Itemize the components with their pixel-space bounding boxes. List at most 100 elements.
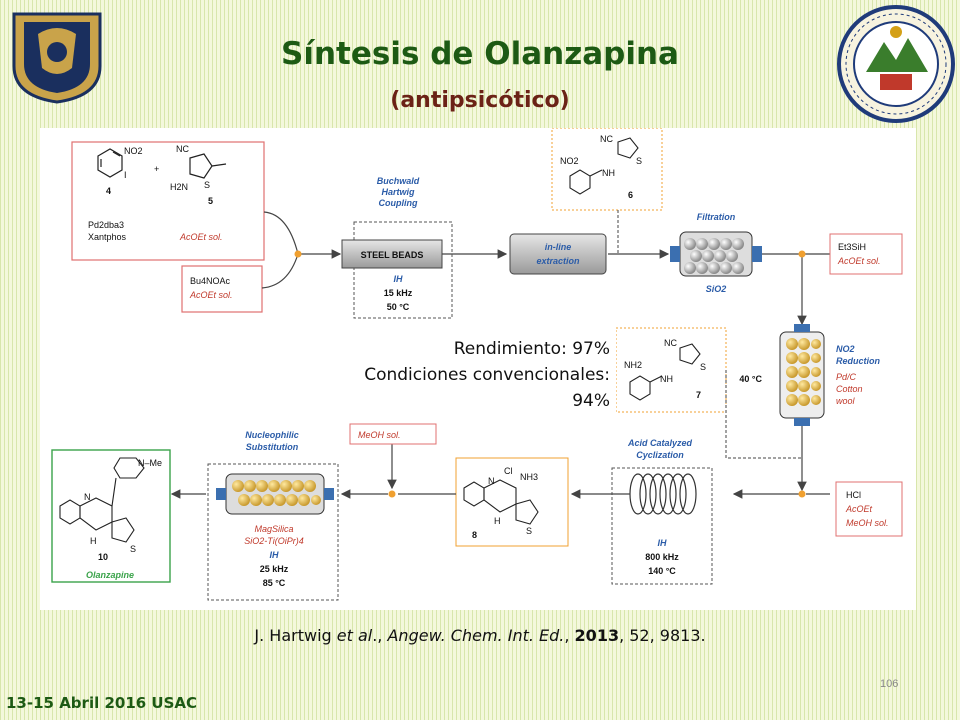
yield-box: Rendimiento: 97% Condiciones convenciona… bbox=[298, 330, 616, 422]
coupling-temp: 50 °C bbox=[387, 302, 410, 312]
citation-journal: Angew. Chem. Int. Ed. bbox=[387, 626, 565, 645]
int6-no2: NO2 bbox=[560, 156, 579, 166]
cyclization-temp: 140 °C bbox=[648, 566, 676, 576]
citation-author: J. Hartwig bbox=[254, 626, 337, 645]
coupling-label-1: Buchwald bbox=[377, 176, 420, 186]
int6-nh: NH bbox=[602, 168, 615, 178]
reactant-solvent: AcOEt sol. bbox=[179, 232, 223, 242]
hcl-box: HCl AcOEt MeOH sol. bbox=[835, 481, 903, 537]
steel-beads-label: STEEL BEADS bbox=[361, 250, 424, 260]
magsilica-beads bbox=[232, 480, 321, 506]
filtration-label: Filtration bbox=[697, 212, 736, 222]
unam-crest-logo bbox=[8, 8, 106, 104]
coupling-step: Buchwald Hartwig Coupling STEEL BEADS IH… bbox=[341, 176, 453, 319]
catalyst-line2: Xantphos bbox=[88, 232, 127, 242]
mixer-node-1 bbox=[294, 250, 302, 258]
coupling-freq: 15 kHz bbox=[384, 288, 413, 298]
mixer-node-2 bbox=[798, 250, 806, 258]
yield-line2: Condiciones convencionales: bbox=[364, 365, 610, 385]
product-h: H bbox=[90, 536, 97, 546]
yield-line3: 94% bbox=[572, 391, 610, 411]
reduction-catalyst-1: Pd/C bbox=[836, 372, 857, 382]
reactants-box: NO2 I 4 + NC H2N S 5 Pd2dba3 Xantphos Ac… bbox=[71, 141, 265, 261]
int6-number: 6 bbox=[628, 190, 633, 200]
catalyst-line1: Pd2dba3 bbox=[88, 220, 124, 230]
extraction-label-1: in-line bbox=[545, 242, 572, 252]
int7-nh2: NH2 bbox=[624, 360, 642, 370]
top-flow-lines bbox=[261, 211, 830, 326]
reduction-temp: 40 °C bbox=[739, 374, 762, 384]
citation-year: 2013 bbox=[574, 626, 620, 645]
coupling-label-3: Coupling bbox=[379, 198, 418, 208]
intermediate-7-box: NC NH2 NH S 7 bbox=[615, 327, 802, 459]
right-flow-lines bbox=[732, 426, 830, 499]
coupling-ih: IH bbox=[394, 274, 404, 284]
thiophene-s-label: S bbox=[204, 180, 210, 190]
footer-date: 13-15 Abril 2016 USAC bbox=[6, 694, 198, 712]
reduction-step: 40 °C NO2 Reduction Pd/C Cotton wool bbox=[739, 324, 881, 426]
citation-sep1: ., bbox=[372, 626, 388, 645]
reduction-catalyst-2: Cotton bbox=[836, 384, 863, 394]
aminothiophene-structure bbox=[189, 153, 227, 179]
substitution-catalyst-2: SiO2-Ti(OiPr)4 bbox=[244, 536, 303, 546]
thiophene-h2n-label: H2N bbox=[170, 182, 188, 192]
int7-number: 7 bbox=[696, 390, 701, 400]
hcl-line3: MeOH sol. bbox=[846, 518, 889, 528]
coil-reactor bbox=[629, 473, 697, 515]
product-n: N bbox=[84, 492, 91, 502]
meoh-box: MeOH sol. bbox=[349, 423, 437, 445]
product-s: S bbox=[130, 544, 136, 554]
int8-nh3: NH3 bbox=[520, 472, 538, 482]
intermediate-8-box: Cl NH3 N H S 8 bbox=[455, 457, 569, 547]
cyclization-freq: 800 kHz bbox=[645, 552, 679, 562]
additive-line1: Bu4NOAc bbox=[190, 276, 231, 286]
int6-s: S bbox=[636, 156, 642, 166]
mixer-node-3 bbox=[798, 490, 806, 498]
page-title: Síntesis de Olanzapina bbox=[281, 36, 679, 72]
aryl-iodo-label: I bbox=[124, 170, 127, 180]
filtration-sio2: SiO2 bbox=[706, 284, 727, 294]
silane-line2: AcOEt sol. bbox=[837, 256, 881, 266]
substitution-catalyst-1: MagSilica bbox=[254, 524, 293, 534]
intermediate-6-box: NC NO2 NH S 6 bbox=[551, 127, 663, 254]
substitution-label-2: Substitution bbox=[246, 442, 299, 452]
int7-nc: NC bbox=[664, 338, 677, 348]
int8-s: S bbox=[526, 526, 532, 536]
citation-etal: et al bbox=[336, 626, 373, 645]
substitution-step: Nucleophilic Substitution MagSilica SiO2… bbox=[207, 430, 339, 601]
hcl-line1: HCl bbox=[846, 490, 861, 500]
int6-nc: NC bbox=[600, 134, 613, 144]
silane-line1: Et3SiH bbox=[838, 242, 866, 252]
nitroaryl-structure bbox=[97, 148, 123, 178]
flow-diagram-svg: NO2 I 4 + NC H2N S 5 Pd2dba3 Xantphos Ac… bbox=[51, 127, 903, 601]
product-box: N–Me N H S 10 Olanzapine bbox=[51, 449, 171, 583]
product-name: Olanzapine bbox=[86, 570, 134, 580]
thiophene-nc-label: NC bbox=[176, 144, 189, 154]
citation: J. Hartwig et al., Angew. Chem. Int. Ed.… bbox=[0, 626, 960, 645]
reduction-label-2: Reduction bbox=[836, 356, 881, 366]
extraction-step: in-line extraction bbox=[509, 233, 607, 275]
int7-nh: NH bbox=[660, 374, 673, 384]
cyclization-ih: IH bbox=[658, 538, 668, 548]
cyclization-label-1: Acid Catalyzed bbox=[627, 438, 693, 448]
cyclization-label-2: Cyclization bbox=[636, 450, 684, 460]
int8-n: N bbox=[488, 476, 495, 486]
additive-line2: AcOEt sol. bbox=[189, 290, 233, 300]
substitution-temp: 85 °C bbox=[263, 578, 286, 588]
silane-box: Et3SiH AcOEt sol. bbox=[829, 233, 903, 275]
usac-seal-logo bbox=[836, 2, 956, 126]
cyclization-step: Acid Catalyzed Cyclization IH 800 kHz 14… bbox=[570, 438, 713, 585]
page-number: 106 bbox=[880, 678, 899, 690]
int8-cl: Cl bbox=[504, 466, 513, 476]
plus-sign: + bbox=[154, 164, 159, 174]
reduction-catalyst-3: wool bbox=[836, 396, 856, 406]
additive-box: Bu4NOAc AcOEt sol. bbox=[181, 265, 263, 313]
int8-number: 8 bbox=[472, 530, 477, 540]
product-nme: N–Me bbox=[138, 458, 162, 468]
compound-5-number: 5 bbox=[208, 196, 213, 206]
extraction-label-2: extraction bbox=[536, 256, 580, 266]
compound-4-number: 4 bbox=[106, 186, 111, 196]
int8-h: H bbox=[494, 516, 501, 526]
citation-rest: , 52, 9813. bbox=[619, 626, 706, 645]
mixer-node-4 bbox=[388, 490, 396, 498]
